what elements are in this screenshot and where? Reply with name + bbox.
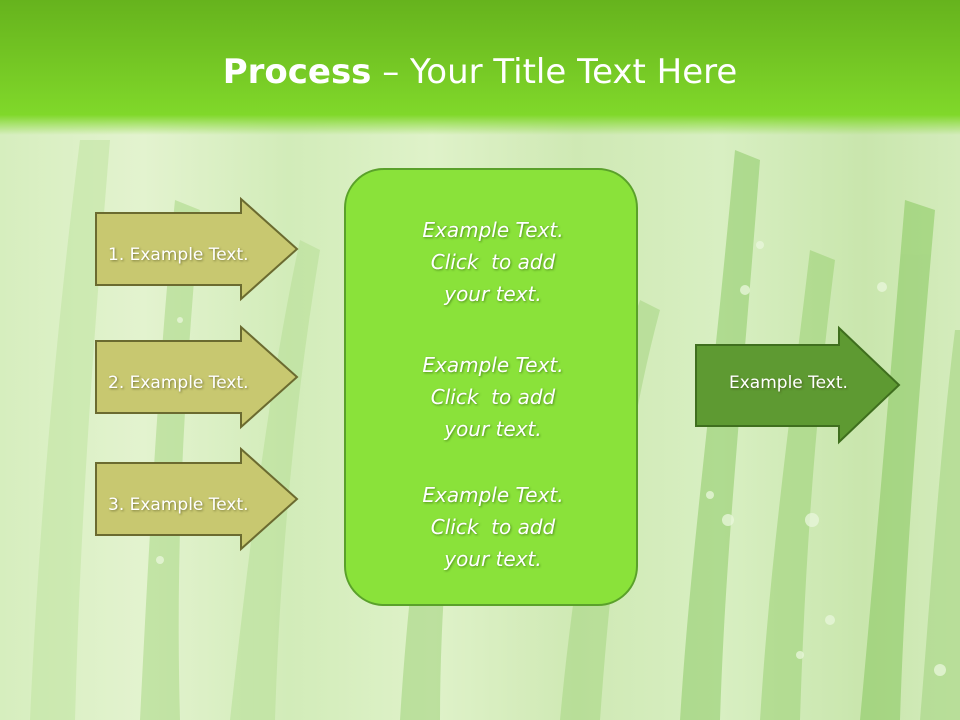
center-text-3: Example Text. Click to add your text. xyxy=(422,483,564,571)
center-process-box[interactable]: Example Text. Click to add your text. Ex… xyxy=(344,168,638,606)
input-arrow-3-label: 3. Example Text. xyxy=(108,495,249,515)
output-arrow-label: Example Text. xyxy=(729,373,848,393)
title-band xyxy=(0,0,960,135)
input-arrow-3[interactable] xyxy=(95,446,299,552)
center-text-2: Example Text. Click to add your text. xyxy=(422,353,564,441)
title-rest: – Your Title Text Here xyxy=(371,52,738,92)
title-bold: Process xyxy=(222,52,372,92)
input-arrow-2[interactable] xyxy=(95,324,299,430)
output-arrow[interactable] xyxy=(695,325,901,445)
slide-title[interactable]: Process – Your Title Text Here xyxy=(0,52,960,92)
center-text-1: Example Text. Click to add your text. xyxy=(422,218,564,306)
input-arrow-2-label: 2. Example Text. xyxy=(108,373,249,393)
input-arrow-1[interactable] xyxy=(95,196,299,302)
input-arrow-1-label: 1. Example Text. xyxy=(108,245,249,265)
